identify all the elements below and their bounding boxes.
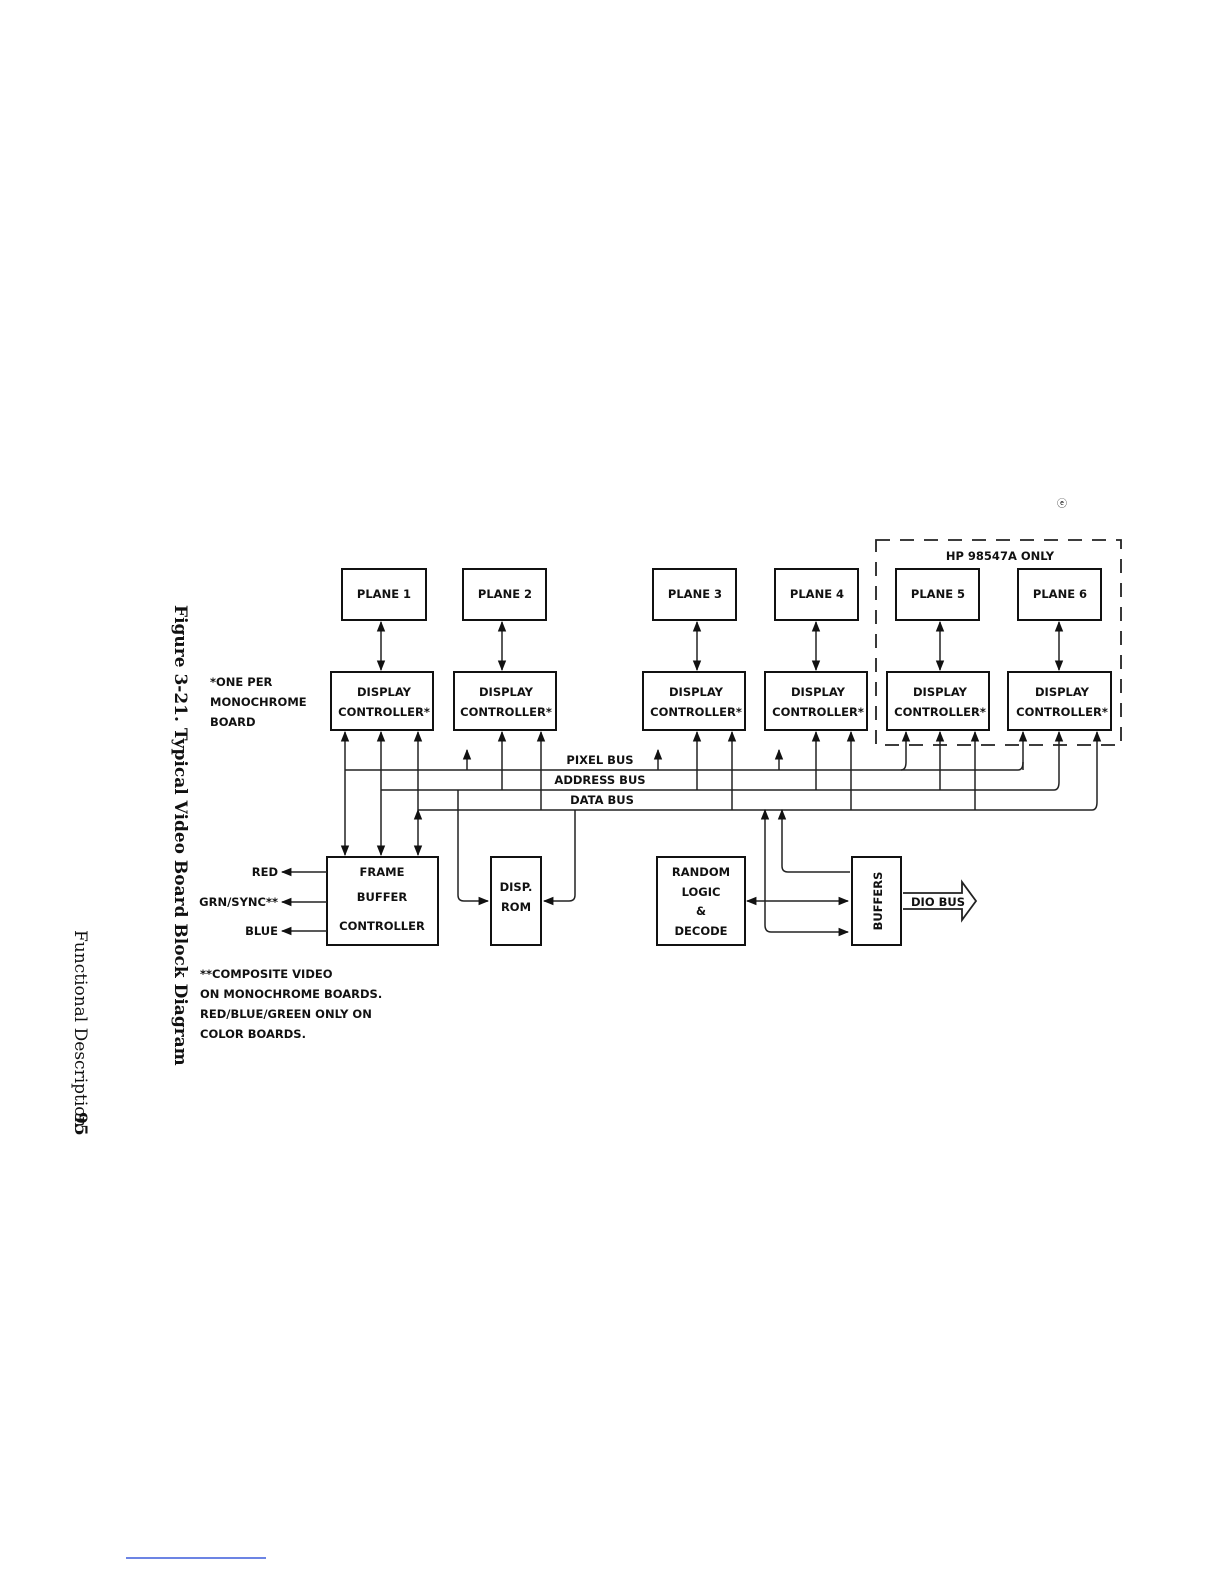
buffers-block: BUFFERS [851, 856, 902, 946]
output-blue: BLUE [245, 924, 278, 938]
random-logic-line1: RANDOM [672, 865, 730, 879]
note-one-per-line3: BOARD [210, 715, 256, 729]
plane-3-label: PLANE 3 [668, 587, 722, 601]
plane-1-label: PLANE 1 [357, 587, 411, 601]
display-controller-3: DISPLAY CONTROLLER* [642, 671, 746, 731]
plane-1: PLANE 1 [341, 568, 427, 621]
display-rom-line1: DISP. [500, 880, 533, 894]
data-bus: DATA BUS [413, 730, 1102, 937]
display-controller-6: DISPLAY CONTROLLER* [1007, 671, 1112, 731]
plane-3: PLANE 3 [652, 568, 737, 621]
frame-buffer-line1: FRAME [360, 865, 405, 879]
random-logic-line2: LOGIC [682, 885, 721, 899]
display-controller-6-line2: CONTROLLER* [1016, 705, 1108, 719]
display-controller-6-line1: DISPLAY [1035, 685, 1090, 699]
video-outputs: RED GRN/SYNC** BLUE [199, 865, 327, 938]
note-composite-line3: RED/BLUE/GREEN ONLY ON [200, 1007, 372, 1021]
plane-4: PLANE 4 [774, 568, 859, 621]
buffers-label: BUFFERS [871, 872, 885, 931]
display-controller-3-line1: DISPLAY [669, 685, 724, 699]
plane-2-label: PLANE 2 [478, 587, 532, 601]
output-grn-sync: GRN/SYNC** [199, 895, 278, 909]
pixel-bus: PIXEL BUS [340, 730, 1028, 857]
display-controller-4-line2: CONTROLLER* [772, 705, 864, 719]
display-controller-1: DISPLAY CONTROLLER* [330, 671, 434, 731]
display-controller-4-line1: DISPLAY [791, 685, 846, 699]
plane-controller-links [376, 620, 1064, 672]
address-bus-label: ADDRESS BUS [554, 773, 645, 787]
note-composite-line1: **COMPOSITE VIDEO [200, 967, 333, 981]
random-logic-line4: DECODE [674, 924, 727, 938]
figure-caption: Figure 3-21. Typical Video Board Block D… [170, 605, 190, 1066]
data-bus-label: DATA BUS [570, 793, 634, 807]
display-controller-2-line2: CONTROLLER* [460, 705, 552, 719]
plane-6-label: PLANE 6 [1033, 587, 1087, 601]
display-controller-5-line1: DISPLAY [913, 685, 968, 699]
display-controller-1-line2: CONTROLLER* [338, 705, 430, 719]
note-composite-video: **COMPOSITE VIDEO ON MONOCHROME BOARDS. … [200, 967, 382, 1041]
display-controller-2-line1: DISPLAY [479, 685, 534, 699]
display-controller-3-line2: CONTROLLER* [650, 705, 742, 719]
plane-5: PLANE 5 [895, 568, 980, 621]
address-bus: ADDRESS BUS [376, 730, 1064, 906]
stray-mark: ⓔ [1057, 498, 1067, 510]
hp-only-region [875, 539, 1122, 746]
note-composite-line4: COLOR BOARDS. [200, 1027, 306, 1041]
display-controller-5: DISPLAY CONTROLLER* [886, 671, 990, 731]
dio-bus-label: DIO BUS [911, 895, 965, 909]
pixel-bus-label: PIXEL BUS [566, 753, 633, 767]
random-logic-decode: RANDOM LOGIC & DECODE [656, 856, 746, 946]
plane-2: PLANE 2 [462, 568, 547, 621]
page-number: 95 [70, 1112, 90, 1136]
display-rom-line2: ROM [501, 900, 531, 914]
display-controller-4: DISPLAY CONTROLLER* [764, 671, 868, 731]
note-one-per-board: *ONE PER MONOCHROME BOARD [210, 675, 307, 729]
note-composite-line2: ON MONOCHROME BOARDS. [200, 987, 382, 1001]
hp-only-label: HP 98547A ONLY [946, 549, 1055, 563]
note-one-per-line1: *ONE PER [210, 675, 273, 689]
plane-5-label: PLANE 5 [911, 587, 965, 601]
frame-buffer-line2: BUFFER [357, 890, 408, 904]
display-controller-1-line1: DISPLAY [357, 685, 412, 699]
plane-4-label: PLANE 4 [790, 587, 844, 601]
frame-buffer-controller: FRAME BUFFER CONTROLLER [326, 856, 439, 946]
display-controller-2: DISPLAY CONTROLLER* [453, 671, 557, 731]
display-rom: DISP. ROM [490, 856, 542, 946]
note-one-per-line2: MONOCHROME [210, 695, 307, 709]
plane-6: PLANE 6 [1017, 568, 1102, 621]
footer-section: Functional Description [70, 930, 90, 1128]
output-red: RED [252, 865, 278, 879]
random-logic-line3: & [696, 904, 706, 918]
dio-bus: DIO BUS [903, 879, 978, 923]
display-controller-5-line2: CONTROLLER* [894, 705, 986, 719]
frame-buffer-line3: CONTROLLER [339, 919, 425, 933]
